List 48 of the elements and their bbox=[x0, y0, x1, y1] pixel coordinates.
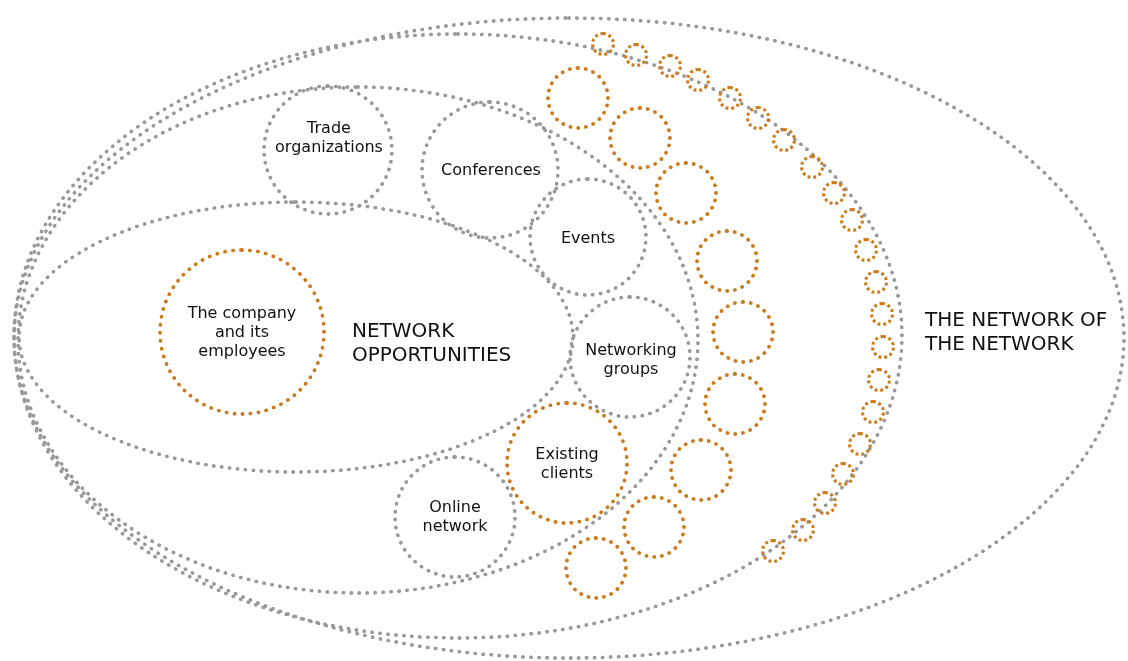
node-label: THE NETWORK OF THE NETWORK bbox=[925, 307, 1109, 355]
dotted-circle bbox=[669, 438, 733, 502]
dotted-circle bbox=[546, 66, 610, 130]
dotted-circle bbox=[864, 270, 888, 294]
dotted-circle bbox=[840, 208, 864, 232]
node-label: Conferences bbox=[440, 160, 542, 180]
dotted-circle bbox=[867, 368, 891, 392]
dotted-circle bbox=[871, 335, 895, 359]
dotted-circle bbox=[686, 68, 710, 92]
node-label: Events bbox=[559, 228, 617, 248]
dotted-circle bbox=[568, 295, 692, 419]
node-label: NETWORK OPPORTUNITIES bbox=[352, 318, 513, 366]
dotted-circle bbox=[608, 106, 672, 170]
dotted-circle bbox=[718, 86, 742, 110]
dotted-circle bbox=[624, 43, 648, 67]
dotted-circle bbox=[564, 536, 628, 600]
dotted-circle bbox=[854, 238, 878, 262]
node-label: Existing clients bbox=[534, 444, 600, 483]
dotted-ellipse bbox=[12, 16, 1126, 660]
dotted-circle bbox=[772, 128, 796, 152]
dotted-circle bbox=[746, 106, 770, 130]
dotted-circle bbox=[262, 84, 394, 216]
dotted-circle bbox=[420, 100, 560, 240]
node-label: Trade organizations bbox=[274, 118, 384, 157]
dotted-circle bbox=[703, 372, 767, 436]
dotted-circle bbox=[528, 177, 648, 297]
dotted-circle bbox=[800, 155, 824, 179]
dotted-circle bbox=[393, 455, 517, 579]
dotted-circle bbox=[791, 518, 815, 542]
dotted-circle bbox=[822, 181, 846, 205]
dotted-circle bbox=[695, 229, 759, 293]
dotted-circle bbox=[158, 248, 326, 416]
dotted-circle bbox=[591, 32, 615, 56]
node-label: The company and its employees bbox=[186, 303, 298, 361]
node-label: Networking groups bbox=[584, 340, 678, 379]
dotted-circle bbox=[861, 400, 885, 424]
node-label: Online network bbox=[421, 497, 489, 536]
dotted-circle bbox=[848, 432, 872, 456]
dotted-circle bbox=[622, 495, 686, 559]
dotted-circle bbox=[711, 300, 775, 364]
dotted-circle bbox=[505, 401, 629, 525]
dotted-circle bbox=[831, 462, 855, 486]
dotted-ellipse bbox=[12, 32, 904, 640]
dotted-circle bbox=[658, 54, 682, 78]
dotted-circle bbox=[654, 161, 718, 225]
dotted-circle bbox=[761, 539, 785, 563]
dotted-circle bbox=[870, 302, 894, 326]
dotted-circle bbox=[813, 491, 837, 515]
